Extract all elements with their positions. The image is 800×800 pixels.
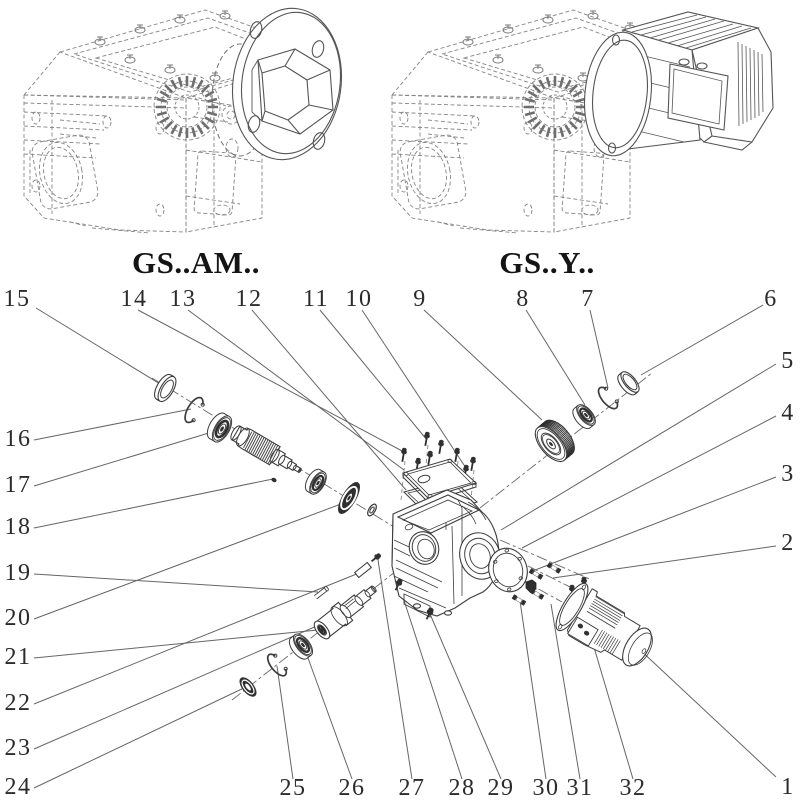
svg-text:6: 6 [764, 286, 778, 312]
svg-text:5: 5 [781, 348, 795, 374]
svg-text:22: 22 [5, 690, 32, 716]
svg-text:7: 7 [581, 286, 595, 312]
svg-text:GS..AM..: GS..AM.. [132, 245, 260, 280]
svg-text:20: 20 [5, 605, 32, 631]
svg-text:10: 10 [346, 286, 373, 312]
svg-text:GS..Y..: GS..Y.. [499, 245, 594, 280]
svg-text:32: 32 [620, 775, 647, 800]
svg-text:1: 1 [781, 774, 795, 800]
svg-text:16: 16 [5, 426, 32, 452]
svg-text:4: 4 [781, 400, 795, 426]
svg-text:3: 3 [781, 461, 795, 487]
svg-text:23: 23 [5, 735, 32, 761]
svg-text:13: 13 [170, 286, 197, 312]
svg-text:25: 25 [280, 775, 307, 800]
svg-text:31: 31 [567, 775, 594, 800]
svg-text:18: 18 [5, 514, 32, 540]
svg-text:19: 19 [5, 560, 32, 586]
svg-text:17: 17 [5, 472, 32, 498]
svg-text:27: 27 [399, 775, 426, 800]
svg-text:8: 8 [516, 286, 530, 312]
svg-text:9: 9 [413, 286, 427, 312]
svg-text:24: 24 [5, 774, 32, 800]
svg-text:30: 30 [533, 775, 560, 800]
svg-text:12: 12 [236, 286, 263, 312]
svg-text:29: 29 [488, 775, 515, 800]
svg-text:14: 14 [121, 286, 148, 312]
svg-text:26: 26 [339, 775, 366, 800]
svg-text:2: 2 [781, 530, 795, 556]
svg-text:28: 28 [449, 775, 476, 800]
svg-text:21: 21 [5, 644, 32, 670]
svg-text:15: 15 [4, 286, 31, 312]
svg-text:11: 11 [303, 286, 329, 312]
